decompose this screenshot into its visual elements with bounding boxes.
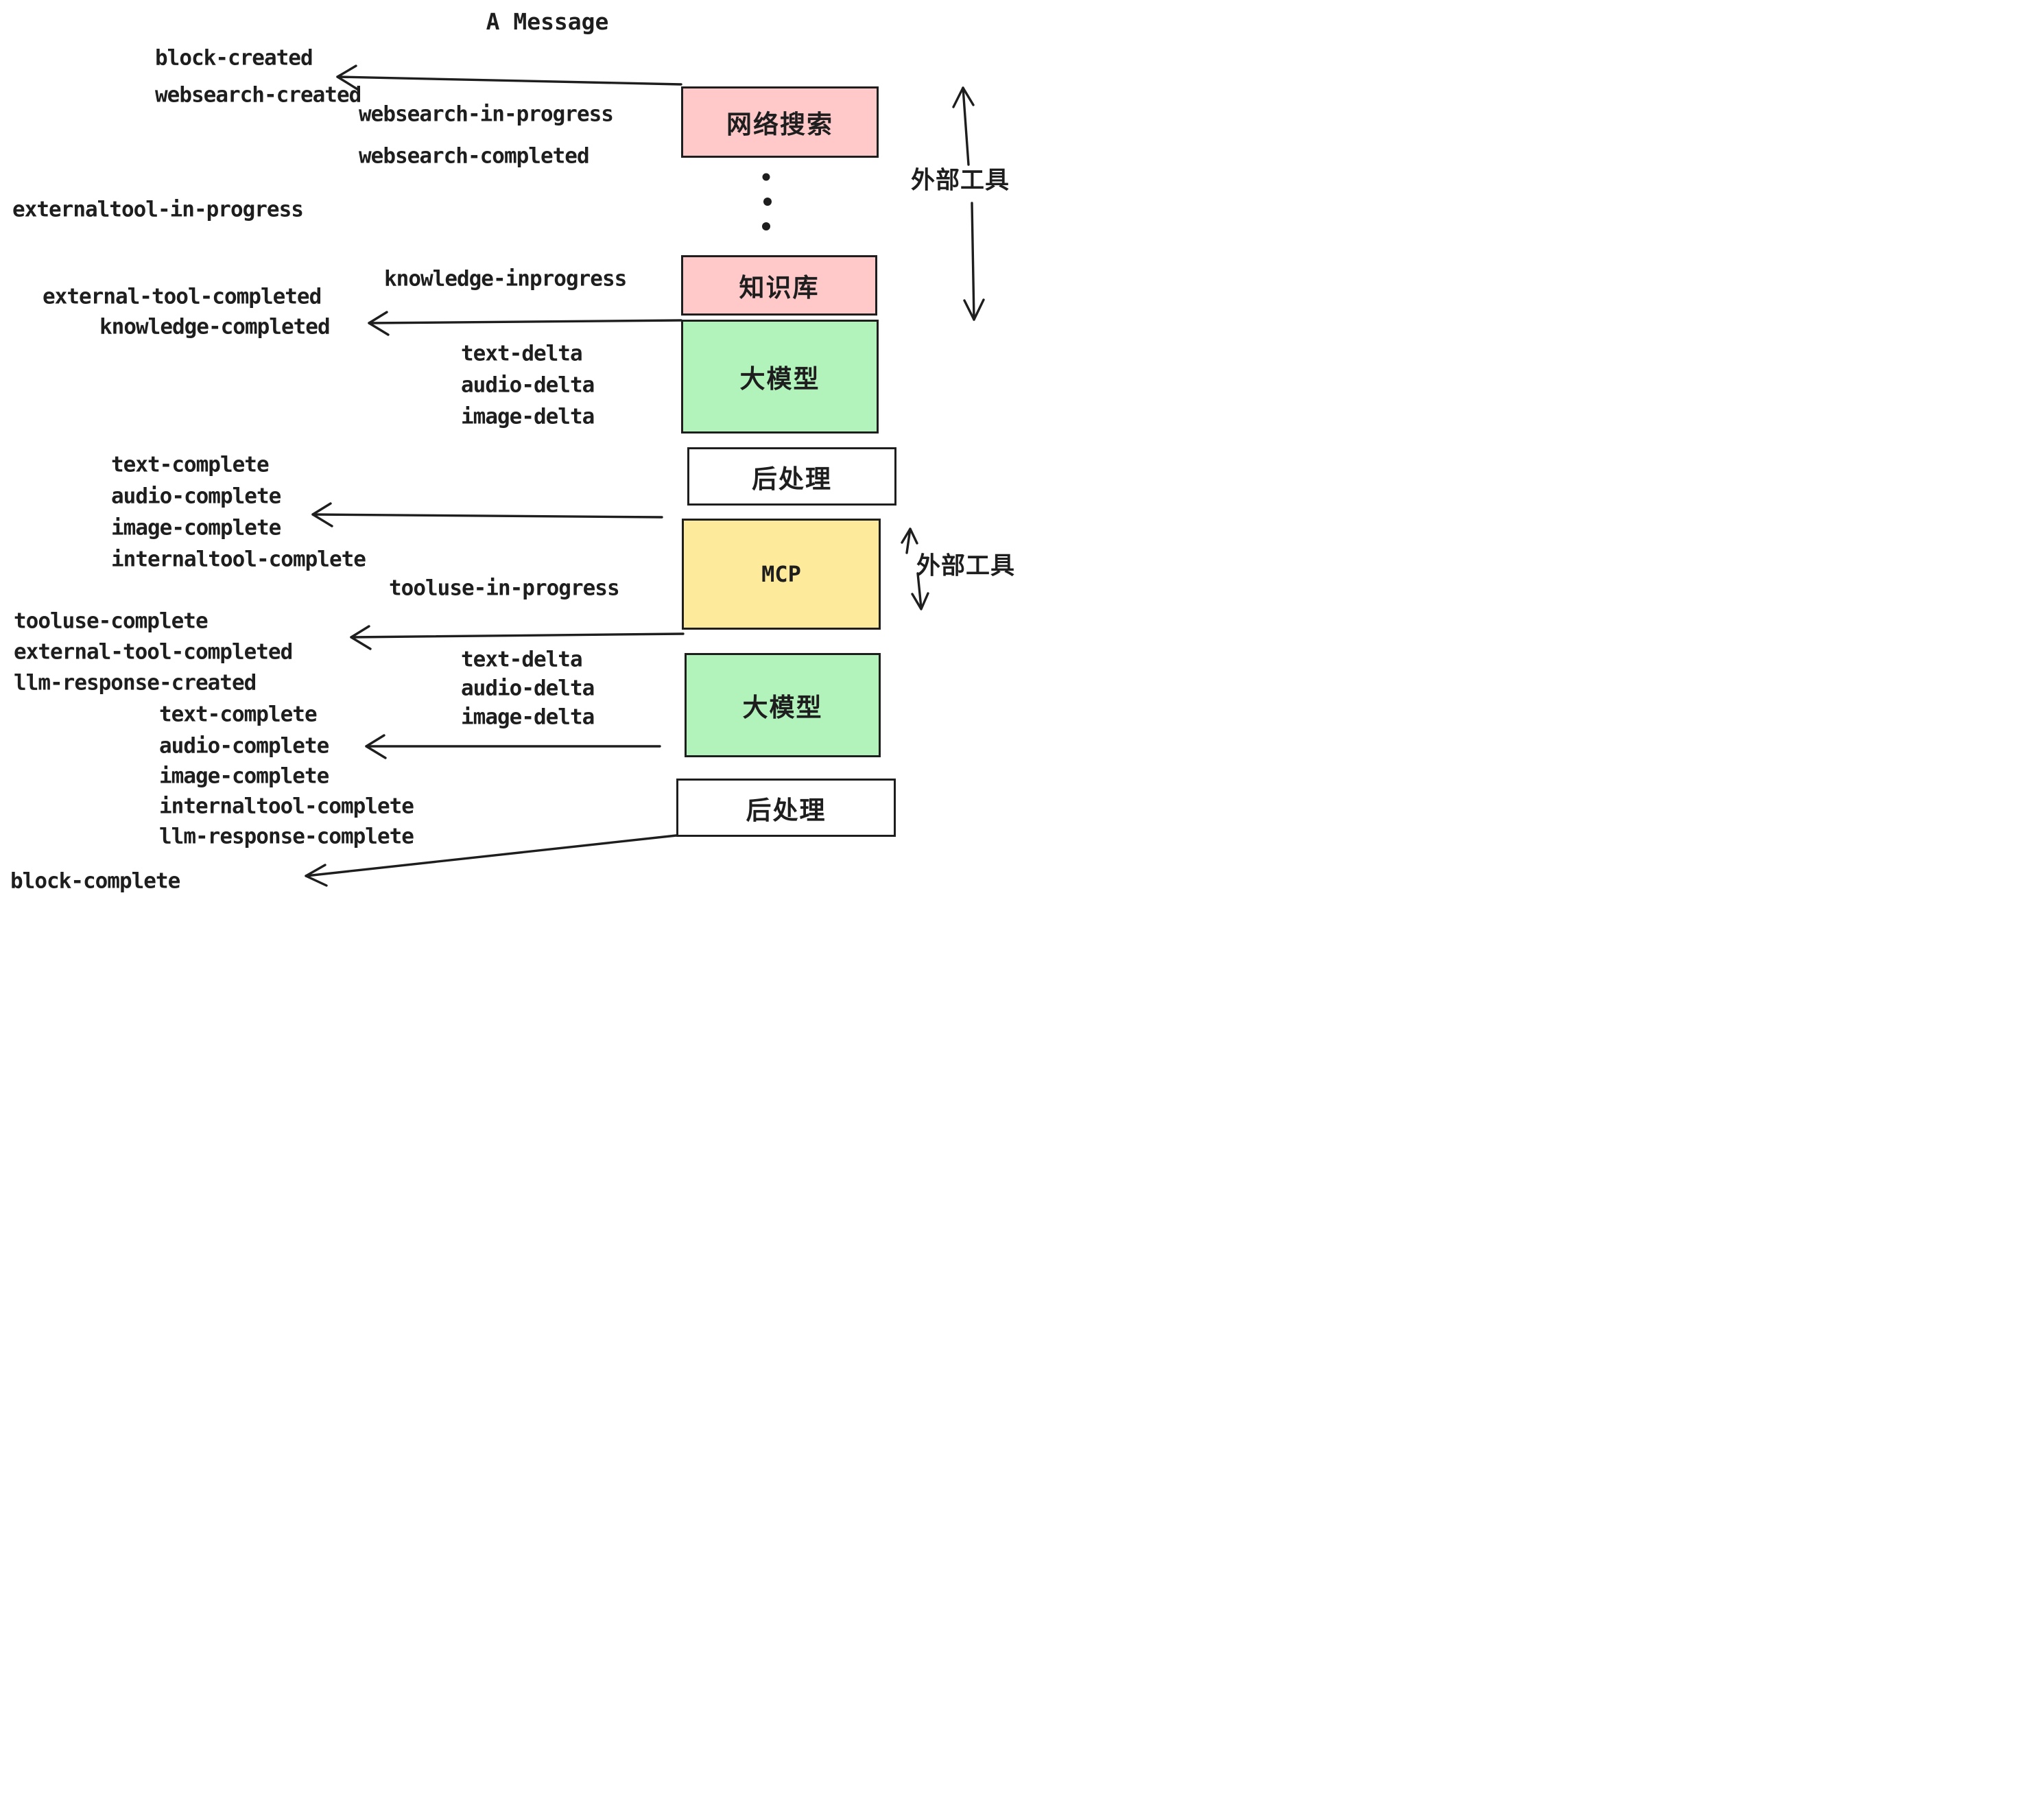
arrow-image-complete: [311, 502, 663, 527]
event-text-complete-2: text-complete: [159, 702, 318, 727]
diagram-canvas: A Message 网络搜索 知识库 大模型 后处理 MCP 大模型 后处理 外…: [0, 0, 1022, 902]
vertical-ellipsis-icon: [762, 173, 772, 230]
event-websearch-completed: websearch-completed: [359, 143, 590, 169]
event-internaltool-complete-2: internaltool-complete: [159, 794, 414, 819]
external-tools-top-up-arrow: [952, 86, 975, 166]
event-knowledge-inprogress: knowledge-inprogress: [384, 266, 627, 292]
box-postprocess-1: 后处理: [687, 447, 896, 506]
box-mcp-label: MCP: [761, 561, 801, 587]
box-llm-1-label: 大模型: [739, 365, 820, 393]
page-title: A Message: [486, 8, 609, 35]
box-postprocess-1-label: 后处理: [752, 464, 832, 493]
event-llm-response-created: llm-response-created: [14, 670, 257, 696]
box-knowledge: 知识库: [681, 255, 877, 316]
box-postprocess-2: 后处理: [676, 779, 896, 837]
event-tooluse-complete: tooluse-complete: [14, 608, 209, 634]
external-tools-mid-up-arrow: [901, 527, 918, 554]
event-tooluse-in-progress: tooluse-in-progress: [389, 575, 620, 601]
event-image-delta-1: image-delta: [461, 404, 595, 429]
arrow-tooluse-complete: [350, 625, 685, 650]
box-postprocess-2-label: 后处理: [746, 796, 827, 824]
external-tools-top-label: 外部工具: [911, 167, 1010, 194]
event-audio-complete-1: audio-complete: [111, 484, 281, 509]
event-text-delta-1: text-delta: [461, 341, 583, 366]
event-block-created: block-created: [155, 45, 313, 71]
event-audio-delta-1: audio-delta: [461, 372, 595, 398]
event-websearch-in-progress: websearch-in-progress: [359, 102, 614, 127]
arrow-audio-complete: [365, 734, 661, 759]
box-websearch-label: 网络搜索: [726, 110, 833, 139]
arrow-knowledge-completed: [368, 311, 682, 336]
event-text-complete-1: text-complete: [111, 452, 270, 477]
arrow-block-created: [336, 64, 682, 91]
event-text-delta-2: text-delta: [461, 647, 583, 672]
box-llm-2-label: 大模型: [742, 693, 823, 722]
box-llm-2: 大模型: [685, 653, 881, 757]
external-tools-top-down-arrow: [963, 202, 985, 321]
event-image-complete-1: image-complete: [111, 515, 281, 541]
event-image-delta-2: image-delta: [461, 704, 595, 730]
event-websearch-created: websearch-created: [155, 82, 361, 108]
external-tools-mid-label: 外部工具: [916, 552, 1016, 580]
event-block-complete: block-complete: [10, 868, 180, 894]
event-llm-response-complete: llm-response-complete: [159, 824, 414, 849]
event-external-tool-completed-2: external-tool-completed: [14, 639, 293, 665]
box-websearch: 网络搜索: [681, 86, 879, 158]
box-llm-1: 大模型: [681, 320, 879, 434]
event-externaltool-in-progress: externaltool-in-progress: [12, 197, 304, 222]
event-internaltool-complete-1: internaltool-complete: [111, 547, 366, 572]
event-knowledge-completed: knowledge-completed: [99, 314, 331, 340]
event-external-tool-completed: external-tool-completed: [43, 284, 322, 309]
event-audio-complete-2: audio-complete: [159, 733, 329, 759]
box-knowledge-label: 知识库: [739, 274, 820, 302]
event-audio-delta-2: audio-delta: [461, 676, 595, 701]
box-mcp: MCP: [682, 519, 881, 630]
event-image-complete-2: image-complete: [159, 763, 329, 789]
